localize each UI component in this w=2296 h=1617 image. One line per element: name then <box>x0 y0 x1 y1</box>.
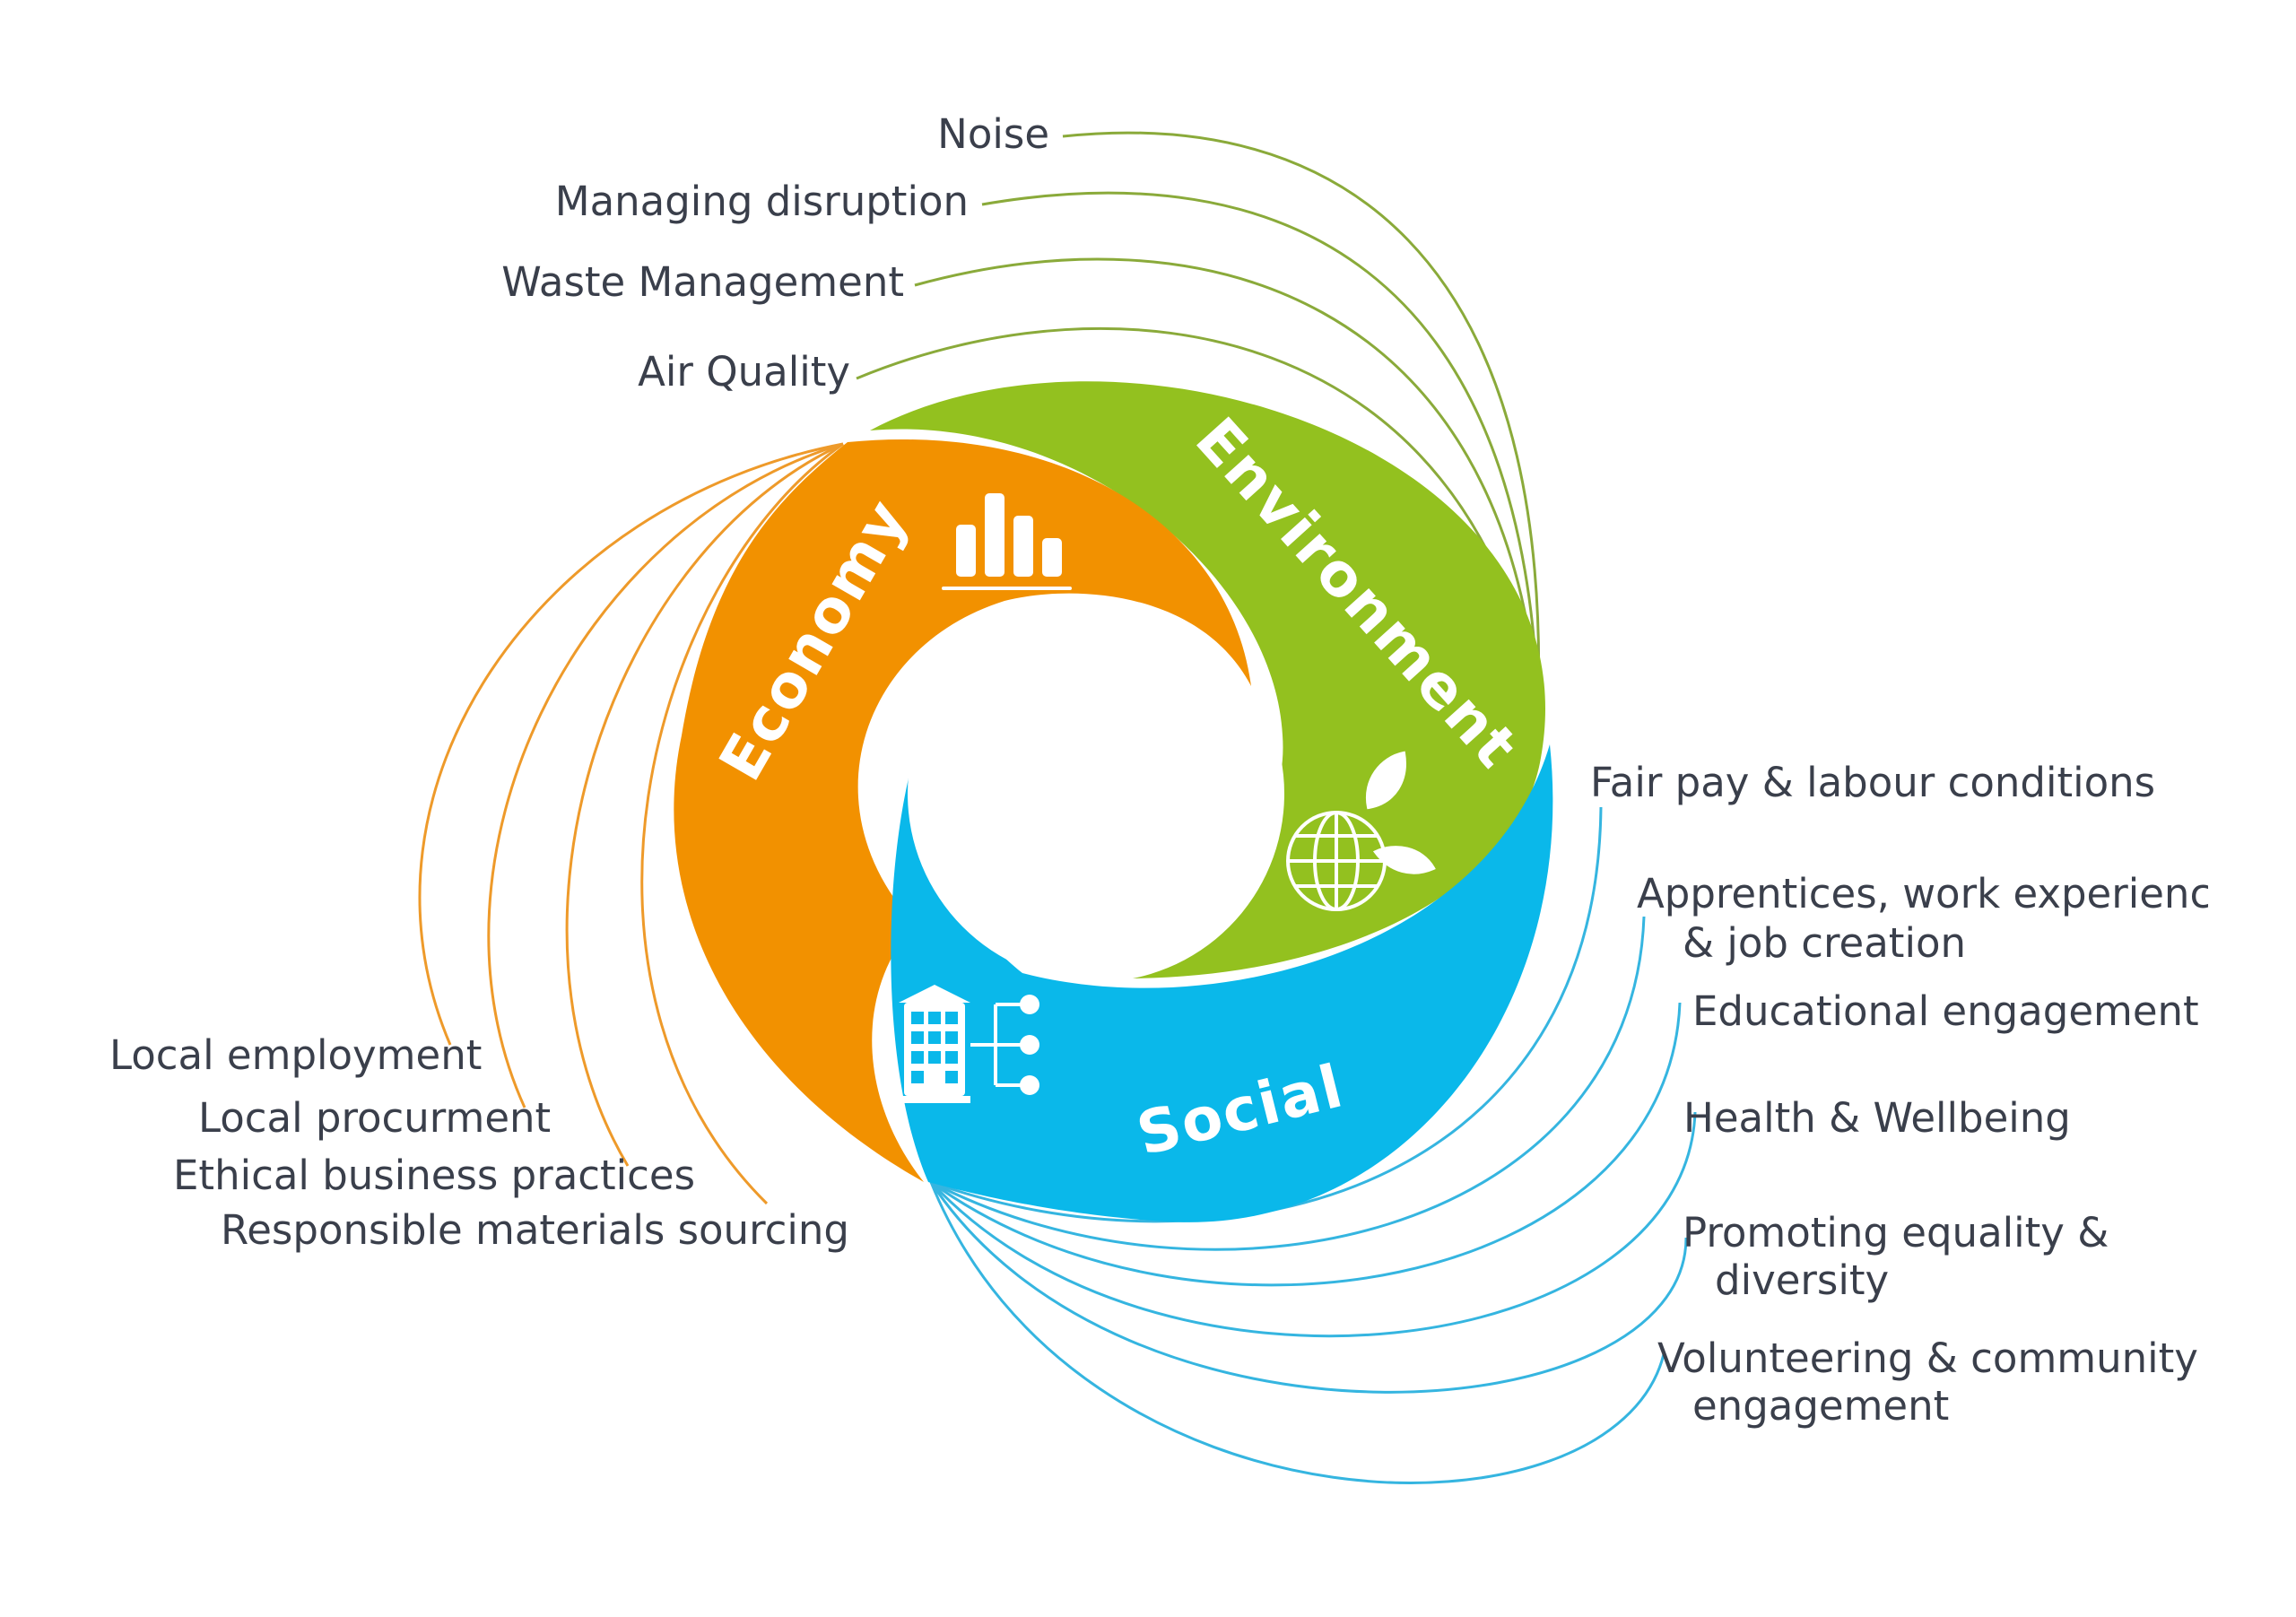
label-local-procurment: Local procurment <box>198 1094 551 1142</box>
connector-health <box>929 1111 1697 1338</box>
connector-managing-disruption <box>981 191 1540 709</box>
label-apprentices-line2: & job creation <box>1683 919 1966 967</box>
connector-local-procurment <box>487 442 844 1108</box>
connector-fair-pay <box>930 806 1603 1223</box>
connector-ethical-business <box>565 442 844 1167</box>
label-managing-disruption: Managing disruption <box>555 178 969 225</box>
connector-local-employment <box>418 442 844 1046</box>
label-waste-management: Waste Management <box>501 258 904 306</box>
connector-responsible-sourcing <box>640 442 844 1205</box>
economy-segment <box>674 439 1251 1182</box>
label-educational: Educational engagement <box>1692 987 2199 1035</box>
label-local-employment: Local employment <box>109 1031 482 1079</box>
building-network-icon <box>899 985 1039 1103</box>
globe-leaf-icon <box>1286 751 1436 911</box>
label-health: Health & Wellbeing <box>1683 1094 2071 1142</box>
environment-segment <box>870 381 1545 979</box>
label-air-quality: Air Quality <box>638 348 850 396</box>
label-fair-pay: Fair pay & labour conditions <box>1590 759 2155 806</box>
social-connector-lines <box>929 806 1697 1484</box>
connector-apprentices <box>930 916 1646 1251</box>
social-segment <box>891 722 1553 1222</box>
label-equality-line2: diversity <box>1715 1256 1889 1304</box>
connector-equality <box>929 1181 1688 1394</box>
label-apprentices-line1: Apprentices, work experienc <box>1637 870 2212 917</box>
connector-volunteering <box>929 1181 1665 1484</box>
center-circle <box>908 605 1284 982</box>
connector-educational <box>930 1002 1682 1287</box>
label-noise: Noise <box>937 110 1049 158</box>
label-ethical-business: Ethical business practices <box>173 1152 695 1199</box>
label-responsible-sourcing: Responsible materials sourcing <box>221 1206 849 1254</box>
bar-chart-icon <box>942 493 1072 590</box>
connector-waste-management <box>914 257 1540 709</box>
label-volunteering-line1: Volunteering & community <box>1657 1334 2198 1382</box>
economy-connector-lines <box>418 442 844 1205</box>
label-equality-line1: Promoting equality & <box>1683 1209 2109 1256</box>
connector-noise <box>1062 131 1541 709</box>
label-volunteering-line2: engagement <box>1692 1382 1949 1430</box>
